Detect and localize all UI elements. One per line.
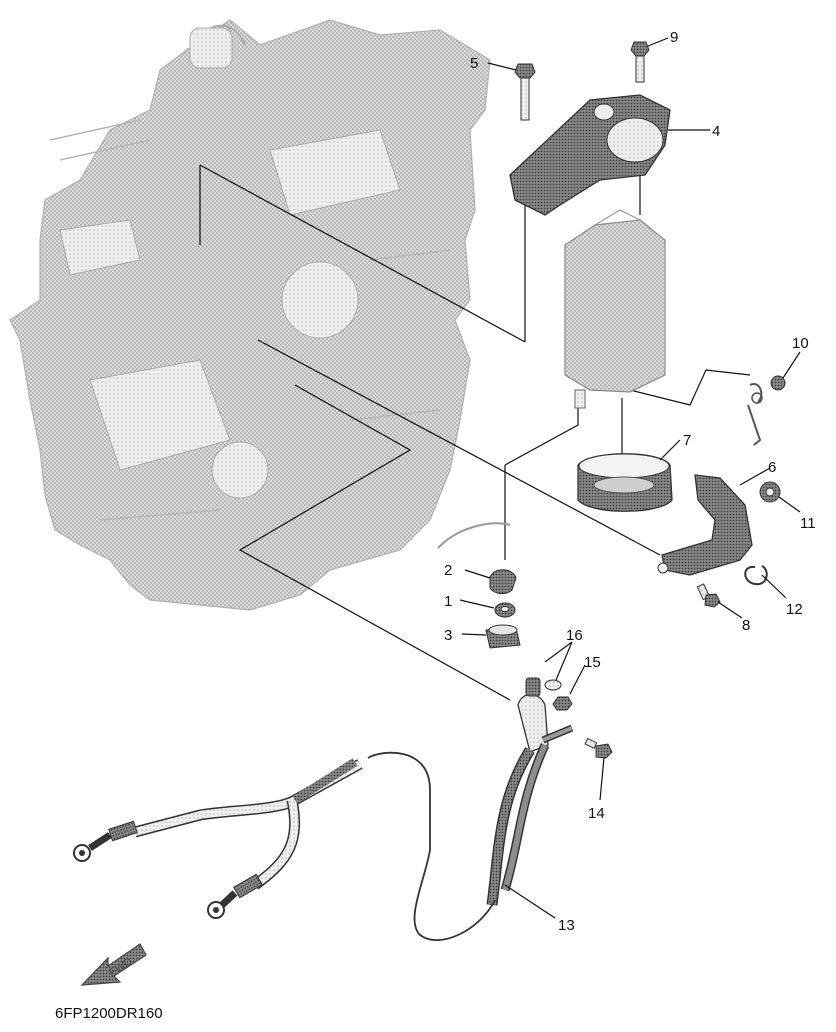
holder-part-3 [485, 624, 521, 649]
callout-10: 10 [792, 335, 809, 352]
callout-leaders [459, 37, 801, 919]
callout-16: 16 [566, 627, 583, 644]
callout-11: 11 [800, 515, 816, 532]
band-part-7 [577, 453, 673, 512]
callout-6: 6 [768, 459, 776, 476]
callout-4: 4 [712, 123, 720, 140]
bolt-part-14 [584, 737, 613, 759]
callout-15: 15 [584, 654, 601, 671]
callout-13: 13 [558, 917, 575, 934]
callout-9: 9 [670, 29, 678, 46]
washer-part-16 [544, 679, 562, 691]
clip-part-12 [744, 565, 768, 586]
engine-block [9, 19, 491, 611]
bracket-part-6 [657, 474, 753, 576]
callout-5: 5 [470, 55, 478, 72]
nut-part-15 [552, 696, 573, 711]
drawing-code: 6FP1200DR160 [55, 1005, 163, 1022]
callout-3: 3 [444, 627, 452, 644]
callout-14: 14 [588, 805, 605, 822]
forward-arrow: FWD [80, 943, 147, 986]
callout-1: 1 [444, 593, 452, 610]
callout-labels: 5 9 4 10 7 6 11 12 8 2 1 3 16 15 14 13 [444, 29, 816, 934]
callout-12: 12 [786, 601, 803, 618]
relay-body [564, 209, 666, 409]
callout-8: 8 [742, 617, 750, 634]
bracket-part-4 [509, 94, 671, 216]
nut-part-11 [759, 481, 781, 503]
bolt-part-8 [696, 583, 721, 608]
cable-part-13 [73, 677, 574, 941]
washer-part-1 [494, 602, 516, 618]
callout-7: 7 [683, 432, 691, 449]
grommet-part-2 [437, 522, 517, 595]
bolt-part-9 [630, 41, 650, 83]
bolt-part-5 [514, 63, 536, 121]
callout-2: 2 [444, 562, 452, 579]
screw-part-10 [747, 375, 786, 446]
